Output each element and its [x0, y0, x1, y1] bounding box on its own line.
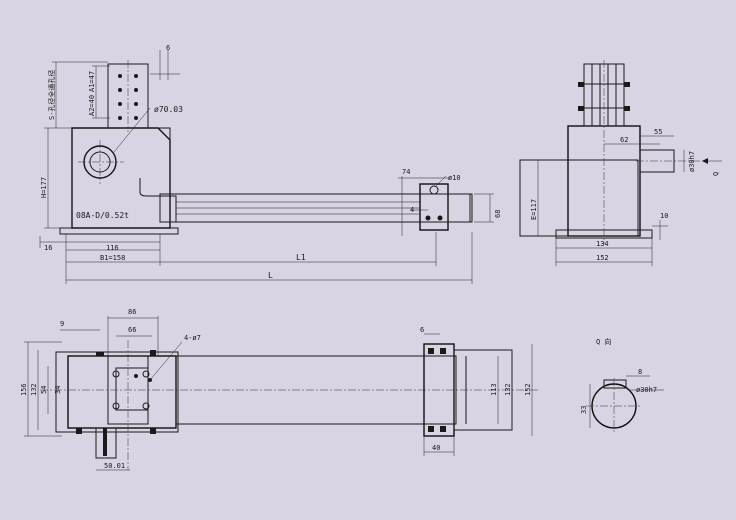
front-dimensions: [39, 50, 494, 284]
top-dim-132: 132: [30, 383, 38, 396]
side-dimensions: [537, 135, 685, 266]
front-a1-label: A1=47: [88, 71, 96, 92]
detail-view: Q 向 8 33 ø30h7: [580, 337, 664, 434]
top-dim-5001: 50.01: [104, 462, 125, 470]
side-mount-stack: [578, 63, 630, 127]
front-holes-label: S-孔径全通孔径: [47, 70, 56, 120]
side-dim-10: 10: [660, 212, 668, 220]
detail-title: Q 向: [596, 337, 611, 346]
top-dim-113: 113: [490, 383, 498, 396]
top-view: 9 86 66 4-ø7 6 156 132 54 34 113 132 152…: [20, 308, 540, 471]
detail-dim-8: 8: [638, 368, 642, 376]
side-view: Q 62 55 ø30h7 E=117 10 134 152: [519, 60, 722, 266]
top-dim-34: 34: [54, 386, 62, 394]
front-arm: [139, 178, 176, 197]
top-dim-54: 54: [40, 386, 48, 394]
front-view: 08A-D/0.52t ø70.03 ø10 H=177 A1=47 A2=40…: [39, 44, 502, 284]
side-dim-e: E=117: [530, 199, 538, 220]
top-dim-6: 6: [420, 326, 424, 334]
front-dim-116: 116: [106, 244, 119, 252]
top-mount-holes: [112, 370, 152, 410]
top-mount-inner: [115, 367, 149, 411]
top-dim-156: 156: [20, 383, 28, 396]
front-dim-6: 6: [166, 44, 170, 52]
front-dim-68: 68: [494, 210, 502, 218]
front-dim-4: 4: [410, 206, 414, 214]
detail-keyway: [603, 379, 627, 389]
front-carriage-bolt-1: [425, 215, 431, 221]
front-dim-b1: B1=158: [100, 254, 125, 262]
detail-dim-shaft: ø30h7: [636, 386, 657, 394]
side-dim-shaft: ø30h7: [688, 151, 696, 172]
front-carriage-cap: [447, 193, 471, 223]
front-dim-16: 16: [44, 244, 52, 252]
front-dia-main-label: ø70.03: [154, 105, 183, 114]
front-mount-holes: [118, 74, 138, 120]
detail-dim-33: 33: [580, 406, 588, 414]
front-a2-label: A2=40: [88, 95, 96, 116]
side-dim-134: 134: [596, 240, 609, 248]
side-dim-55: 55: [654, 128, 662, 136]
top-carriage-bolts: [76, 348, 446, 434]
front-model-label: 08A-D/0.52t: [76, 211, 129, 220]
top-dim-9: 9: [60, 320, 64, 328]
side-arrow-label: Q: [712, 172, 720, 176]
top-dim-66: 66: [128, 326, 136, 334]
front-carriage-bolt-2: [437, 215, 443, 221]
top-dimensions: [24, 316, 533, 471]
front-dim-74: 74: [402, 168, 410, 176]
front-h-label: H=177: [40, 177, 48, 198]
side-dim-62: 62: [620, 136, 628, 144]
front-carriage-pin: [429, 185, 439, 195]
side-dim-152: 152: [596, 254, 609, 262]
top-shaft-key: [103, 428, 107, 456]
top-dim-132r: 132: [504, 383, 512, 396]
front-base-plate: [59, 227, 179, 235]
front-dim-l: L: [268, 271, 273, 280]
front-rail-end-left: [159, 195, 177, 223]
front-dim-l1: L1: [296, 253, 306, 262]
side-body: [519, 159, 639, 237]
top-dim-40: 40: [432, 444, 440, 452]
top-rail: [175, 355, 457, 425]
top-dim-152r: 152: [524, 383, 532, 396]
front-dia-small-label: ø10: [448, 174, 461, 182]
side-arrow-head: [702, 158, 708, 164]
top-dim-holes: 4-ø7: [184, 334, 201, 342]
top-dim-86: 86: [128, 308, 136, 316]
